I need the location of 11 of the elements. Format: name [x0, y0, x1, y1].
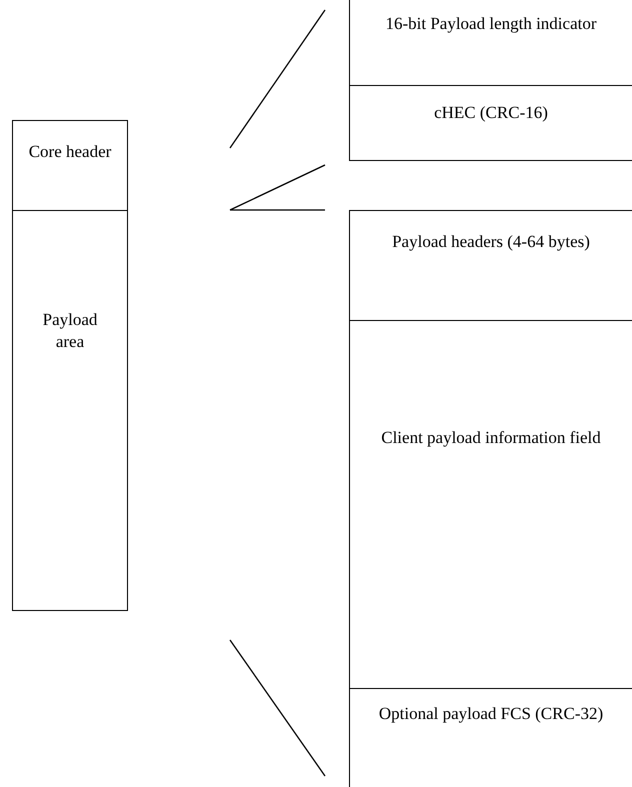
field-label: Core header [28, 141, 112, 163]
header-field [12, 120, 128, 211]
field-label: Optional payload FCS (CRC-32) [378, 703, 604, 725]
payload-field [12, 210, 128, 611]
field-label: Client payload information field [380, 427, 602, 449]
field-label: cHEC (CRC-16) [433, 102, 549, 124]
field-label: 16-bit Payload length indicator [384, 13, 598, 35]
frame-field [349, 210, 632, 321]
field-label: Payload headers (4-64 bytes) [391, 231, 591, 253]
frame-field [349, 85, 632, 161]
field-label: Payload area [42, 309, 98, 353]
